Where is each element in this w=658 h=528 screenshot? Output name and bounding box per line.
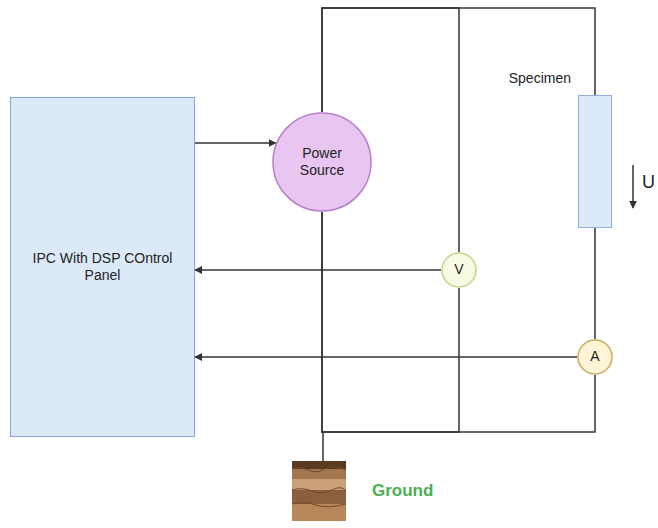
ammeter-circle: A bbox=[577, 339, 613, 375]
signal-arrow bbox=[195, 142, 276, 144]
ground-label: Ground bbox=[372, 481, 433, 501]
voltage-arrow bbox=[632, 165, 634, 208]
node-label: V bbox=[454, 261, 463, 279]
specimen-box: Specimen bbox=[578, 95, 612, 228]
circuit-wire bbox=[322, 212, 459, 432]
node-label: IPC With DSP COntrol Panel bbox=[28, 250, 178, 285]
signal-arrow bbox=[195, 269, 441, 271]
ground-symbol bbox=[292, 461, 346, 521]
voltage-label: U bbox=[642, 172, 655, 193]
node-label: Power Source bbox=[282, 145, 362, 180]
circuit-wire bbox=[594, 228, 596, 339]
voltmeter-circle: V bbox=[441, 252, 477, 288]
circuit-wire bbox=[322, 212, 595, 432]
part-label: Specimen bbox=[509, 70, 571, 88]
node-label: A bbox=[590, 348, 599, 366]
ground-wire bbox=[322, 432, 324, 462]
control-panel-box: IPC With DSP COntrol Panel bbox=[10, 97, 195, 437]
power-source-circle: Power Source bbox=[272, 112, 372, 212]
signal-arrow bbox=[195, 356, 577, 358]
